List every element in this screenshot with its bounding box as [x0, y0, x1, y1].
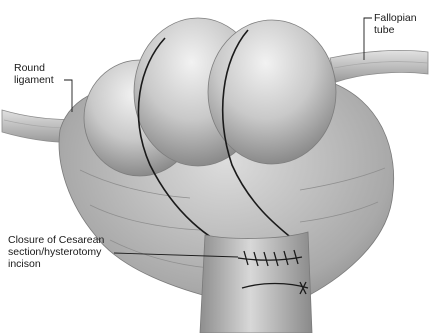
label-closure-line3: incison — [8, 258, 104, 270]
fallopian-tube-band — [330, 50, 428, 82]
label-round-ligament-line1: Round — [14, 62, 54, 74]
label-fallopian-tube-line2: tube — [374, 24, 417, 36]
dome-right — [208, 20, 336, 164]
label-fallopian-tube-line1: Fallopian — [374, 12, 417, 24]
label-closure: Closure of Cesarean section/hysterotomy … — [8, 234, 104, 270]
label-fallopian-tube: Fallopian tube — [374, 12, 417, 36]
label-round-ligament: Round ligament — [14, 62, 54, 86]
cervix — [200, 232, 312, 333]
label-closure-line1: Closure of Cesarean — [8, 234, 104, 246]
label-round-ligament-line2: ligament — [14, 74, 54, 86]
label-closure-line2: section/hysterotomy — [8, 246, 104, 258]
